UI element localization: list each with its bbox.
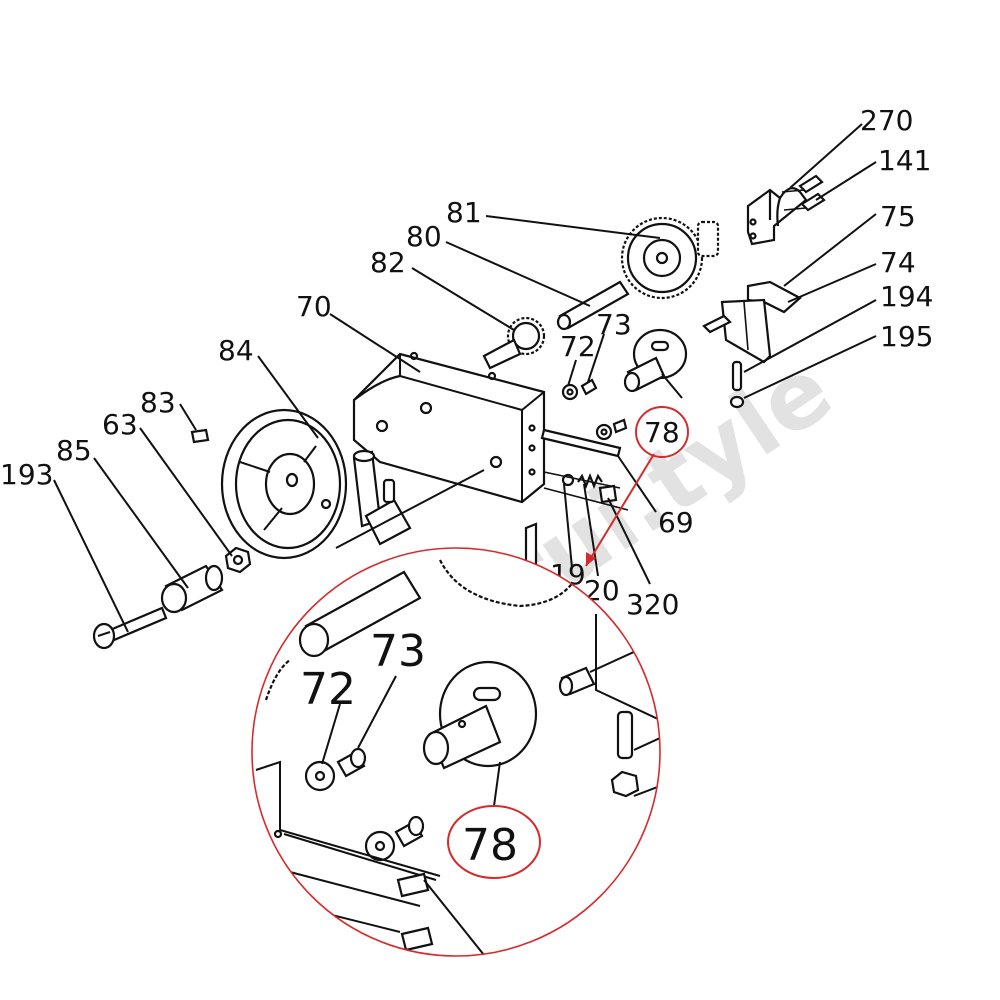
detail-arrow — [585, 453, 655, 567]
part-195-nut — [729, 395, 745, 409]
callout-63: 63 — [102, 408, 138, 441]
part-194-pin — [731, 360, 743, 392]
part-81-gear — [620, 216, 720, 300]
part-84-handwheel — [220, 408, 348, 560]
callout-193: 193 — [0, 458, 53, 491]
callout-195: 195 — [880, 320, 933, 353]
callout-320: 320 — [626, 588, 679, 621]
callout-72: 72 — [560, 330, 596, 363]
part-69-pin — [540, 418, 628, 458]
callout-78: 78 — [644, 416, 680, 449]
callout-70: 70 — [296, 290, 332, 323]
part-78-eccentric — [623, 328, 688, 393]
callout-194: 194 — [880, 280, 933, 313]
callout-78-highlight — [635, 406, 689, 458]
callout-81: 81 — [446, 196, 482, 229]
part-85-sleeve — [160, 564, 224, 614]
part-75-plate — [702, 280, 802, 364]
part-80-shaft — [556, 280, 630, 331]
part-141-screws — [781, 174, 826, 212]
callout-labels: 270 141 75 74 194 195 81 80 82 70 73 72 … — [0, 104, 933, 621]
detail-label-73: 73 — [370, 626, 426, 677]
callout-141: 141 — [878, 144, 931, 177]
callout-82: 82 — [370, 246, 406, 279]
part-19-ball — [543, 471, 621, 489]
lever-handle — [352, 449, 412, 546]
callout-74: 74 — [880, 246, 916, 279]
callout-85: 85 — [56, 434, 92, 467]
callout-80: 80 — [406, 220, 442, 253]
detail-circle-border — [251, 547, 661, 957]
callout-73: 73 — [596, 308, 632, 341]
detail-78-highlight — [447, 805, 541, 879]
callout-83: 83 — [140, 386, 176, 419]
detail-view — [252, 548, 660, 956]
detail-label-78: 78 — [462, 820, 518, 871]
part-20-spring — [577, 473, 603, 489]
part-193-bolt — [92, 606, 168, 650]
detail-label-72: 72 — [300, 664, 356, 715]
detail-arrowhead — [586, 552, 596, 566]
part-70-housing — [352, 351, 546, 504]
leader-lines — [53, 123, 877, 633]
part-72-washer — [561, 383, 579, 401]
part-83-key — [190, 428, 210, 444]
part-63-nut — [224, 546, 252, 574]
part-270-bracket — [746, 187, 808, 246]
callout-84: 84 — [218, 334, 254, 367]
callout-69: 69 — [658, 506, 694, 539]
part-82-gear — [482, 316, 546, 370]
callout-75: 75 — [880, 200, 916, 233]
callout-270: 270 — [860, 104, 913, 137]
